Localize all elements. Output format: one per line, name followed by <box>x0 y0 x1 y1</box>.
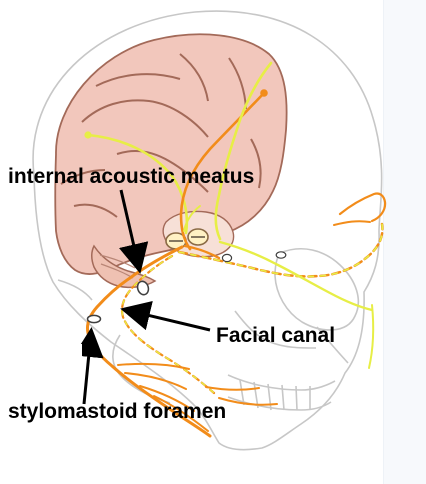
canal-opening-mid <box>221 253 233 263</box>
upper-face-branch-2 <box>333 220 371 226</box>
skull-outer-outline <box>32 10 383 451</box>
sulcus-8 <box>60 169 106 185</box>
pons-markers <box>169 236 205 242</box>
yellow-lower-branch <box>368 304 375 369</box>
jaw-branch-5 <box>205 386 260 391</box>
arrow-internal-acoustic-meatus <box>118 189 149 274</box>
orange-nerve-origin <box>260 89 268 97</box>
sulcus-2 <box>95 73 181 87</box>
right-side-panel <box>383 0 426 484</box>
upper-teeth-line <box>227 374 336 391</box>
jaw-branch-4 <box>153 395 209 432</box>
canal-opening-right <box>275 251 287 259</box>
jaw-branch-2 <box>124 372 187 390</box>
arrow-stylomastoid-foramen <box>73 327 104 405</box>
facial-branch-middle-overlay <box>121 255 215 394</box>
yellow-nerve-left <box>86 133 189 235</box>
sulcus-3 <box>116 149 209 193</box>
mastoid-line <box>57 279 93 301</box>
arrow-facial-canal <box>120 300 211 332</box>
orange-nerve-top <box>179 91 266 251</box>
nasal-line <box>316 326 349 364</box>
stylomastoid-foramen-opening <box>86 314 102 324</box>
sulcus-7 <box>73 203 118 218</box>
connector-orange <box>183 244 221 260</box>
connector-yellow <box>183 205 201 232</box>
cheekbone-line <box>234 310 317 349</box>
sulcus-6 <box>250 138 262 189</box>
openings <box>86 251 287 324</box>
teeth-separators <box>239 379 311 411</box>
jaw-branch-3 <box>139 385 195 412</box>
upper-face-branch-1 <box>338 192 387 223</box>
skull <box>32 10 383 451</box>
stylomastoid-foramen-label: stylomastoid foramen <box>8 400 227 423</box>
jaw-branch-1 <box>117 362 190 370</box>
eye-socket <box>274 247 360 331</box>
facial-canal-label: Facial canal <box>216 324 336 347</box>
sulcus-4 <box>179 53 209 102</box>
sulcus-1 <box>81 99 209 138</box>
yellow-facial-branch <box>218 240 374 312</box>
brain <box>54 33 288 289</box>
arrows <box>73 189 211 405</box>
yellow-nerve-right <box>214 61 273 241</box>
label-background-patch <box>34 344 82 362</box>
yellow-nerve-origin <box>84 131 92 139</box>
internal-acoustic-meatus-opening <box>136 280 150 296</box>
jaw-branch-6 <box>218 397 278 406</box>
internal-acoustic-meatus-label: internal acoustic meatus <box>8 165 255 188</box>
